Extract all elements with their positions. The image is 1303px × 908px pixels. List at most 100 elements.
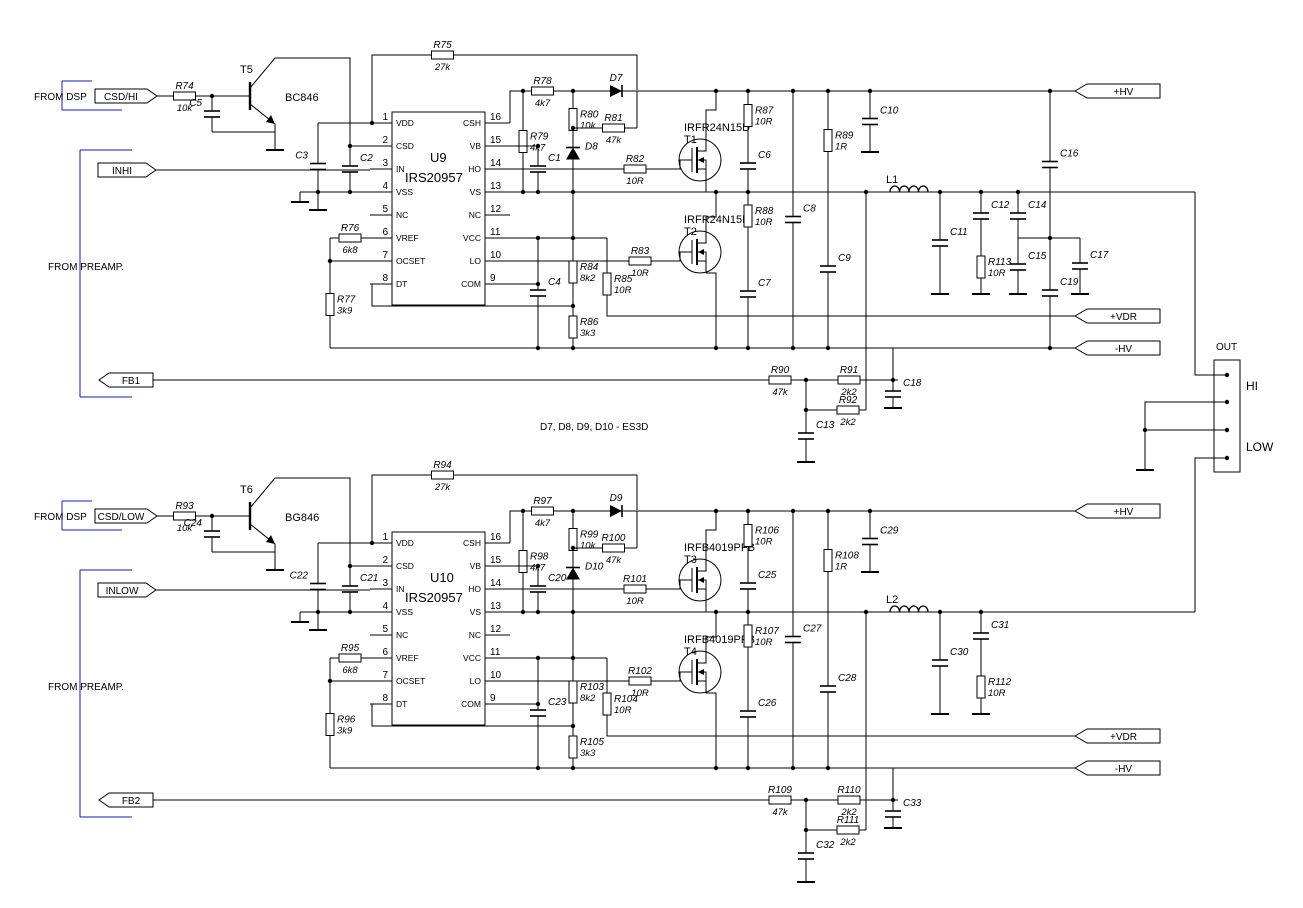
capacitor-ref: C16	[1060, 149, 1079, 160]
mosfet-source	[697, 260, 707, 273]
hv-minus-rail	[1074, 340, 1161, 356]
ic-pin-name: CSD	[396, 561, 414, 571]
mosfet-body	[678, 558, 722, 602]
mosfet-source	[697, 588, 707, 601]
junction-dot	[347, 609, 353, 615]
resistor-value: 27k	[434, 482, 452, 493]
wire	[371, 474, 420, 543]
resistor-ref: R99	[580, 530, 599, 541]
junction-dot	[570, 345, 576, 351]
resistor-vb2	[518, 550, 528, 573]
wire	[706, 272, 717, 348]
ic-pin-number: 2	[382, 135, 388, 146]
ic-pin-number: 8	[382, 273, 388, 284]
resistor-value: 10R	[988, 688, 1006, 699]
capacitor-ref: C18	[903, 378, 922, 389]
resistor-ref: R74	[175, 81, 194, 92]
wire	[1144, 401, 1227, 470]
ic-pin-number: 1	[382, 112, 388, 123]
resistor-value: 47k	[606, 555, 623, 566]
mosfet-part: IRFR24N15D	[684, 214, 750, 226]
ic-part: IRS20957	[405, 170, 463, 185]
ic-pin-number: 4	[382, 601, 388, 612]
diode	[566, 567, 580, 580]
resistor-top	[431, 50, 454, 60]
resistor-ref: R77	[337, 295, 356, 306]
capacitor-ref: C3	[295, 151, 308, 162]
capacitor-ref: C14	[1028, 200, 1047, 211]
junction-dot	[315, 609, 321, 615]
capacitor-ref: C17	[1090, 250, 1109, 261]
rail-label: +VDR	[1110, 732, 1137, 743]
resistor-lo2	[602, 692, 612, 716]
mosfet-ref: T2	[684, 226, 697, 238]
resistor-value: 3k3	[580, 328, 596, 339]
wire	[371, 704, 575, 727]
ic-pin-name: VSS	[396, 187, 413, 197]
port-label: FB1	[122, 376, 141, 387]
output-connector	[1213, 359, 1241, 473]
ic-pin-number: 7	[382, 670, 388, 681]
resistor-vref	[338, 233, 362, 243]
resistor-value: 10R	[755, 637, 773, 648]
resistor-ref: R104	[614, 694, 638, 705]
mosfet-part: IRFR24N15D	[684, 122, 750, 134]
transistor-part: BC846	[285, 92, 319, 104]
resistor-value: 10R	[755, 537, 773, 548]
resistor-ref: R103	[580, 682, 604, 693]
resistor-ref: R94	[433, 460, 452, 471]
resistor-ref: R108	[835, 551, 859, 562]
ic-pin-number: 7	[382, 250, 388, 261]
junction-dot	[713, 189, 719, 195]
resistor-ref: R85	[614, 274, 633, 285]
wire	[249, 57, 351, 144]
resistor-vb1	[531, 86, 554, 96]
resistor-ref: R106	[755, 526, 779, 537]
mosfet-body	[678, 230, 722, 274]
resistor-dt	[568, 680, 578, 704]
resistor-dt2	[568, 735, 578, 759]
resistor-ref: R109	[768, 785, 792, 796]
diode-ref: D7	[610, 73, 623, 84]
resistor-out	[976, 255, 986, 279]
junction-dot	[535, 281, 541, 287]
ic-pin-number: 16	[490, 112, 502, 123]
resistor-ref: R111	[837, 815, 859, 826]
capacitor-ref: C32	[816, 840, 835, 851]
resistor-out	[976, 675, 986, 699]
wire	[249, 523, 276, 570]
ic-pin-name: VS	[470, 607, 482, 617]
ic-pin-number: 3	[382, 578, 388, 589]
resistor-ref: R75	[433, 40, 452, 51]
capacitor-ref: C31	[991, 620, 1009, 631]
resistor-ref: R101	[623, 574, 647, 585]
junction-dot	[315, 189, 321, 195]
resistor-vb4	[602, 123, 625, 133]
wire	[1194, 457, 1227, 612]
ic-pin-number: 6	[382, 647, 388, 658]
resistor-ref: R92	[839, 395, 858, 406]
hv-plus-rail	[1074, 503, 1161, 519]
mosfet-body	[678, 650, 722, 694]
capacitor-ref: C33	[903, 798, 922, 809]
resistor-value: 10k	[580, 541, 597, 552]
ic-pin-number: 6	[382, 227, 388, 238]
ic-pin-name: CSH	[463, 538, 481, 548]
csd-input-port	[94, 88, 158, 104]
resistor-value: 6k8	[342, 665, 358, 676]
junction-dot	[745, 765, 751, 771]
ic-pin-name: COM	[461, 699, 481, 709]
junction-dot	[713, 345, 719, 351]
ic-pin-name: LO	[470, 256, 482, 266]
capacitor-ref: C19	[1060, 277, 1079, 288]
ic-pin-name: VS	[470, 187, 482, 197]
port-label: INLOW	[106, 586, 139, 597]
resistor-value: 10R	[631, 688, 649, 699]
ic-pin-number: 3	[382, 158, 388, 169]
resistor-ref: R96	[337, 715, 356, 726]
ic-pin-number: 5	[382, 624, 388, 635]
capacitor-ref: C4	[548, 277, 561, 288]
signal-input-port	[97, 162, 157, 178]
inductor-ref: L2	[886, 594, 898, 606]
ic-pin-number: 15	[490, 135, 502, 146]
